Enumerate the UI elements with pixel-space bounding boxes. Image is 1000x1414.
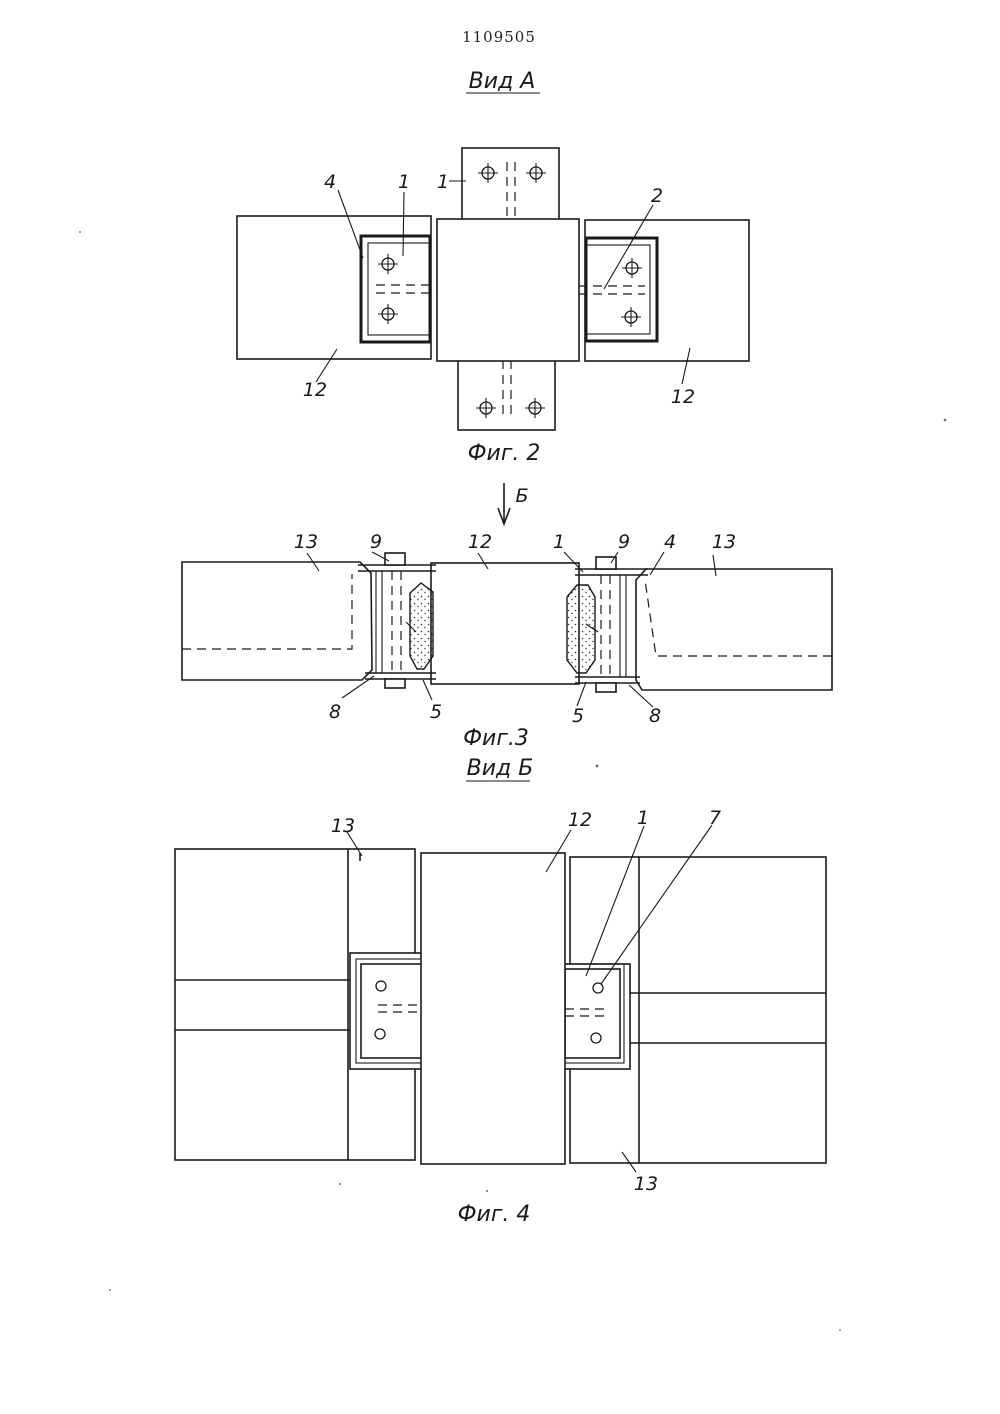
- fig2-label-4: 4: [324, 171, 336, 193]
- fig2-label-2: 2: [651, 185, 663, 207]
- nut-icon: [385, 679, 405, 688]
- fig2-view-title: Вид А: [469, 69, 536, 94]
- nut-icon: [596, 557, 616, 569]
- bolt-hole-icon: [376, 981, 386, 991]
- fig4-label-13-bottom: 13: [634, 1173, 658, 1195]
- fig3-label-9-right: 9: [618, 531, 630, 553]
- fig4-label-12: 12: [568, 809, 592, 831]
- fig3-label-12: 12: [468, 531, 492, 553]
- fig4-label-7: 7: [709, 807, 721, 829]
- fig4-center-beam: [421, 853, 565, 1164]
- fig2-label-12-right: 12: [671, 386, 695, 408]
- fig4-label-1: 1: [637, 807, 649, 829]
- fig2-bottom-plate: [458, 360, 555, 430]
- fig2-right-panel: [578, 220, 749, 361]
- sealant-insert: [567, 585, 595, 673]
- figure-3: Б: [182, 483, 832, 751]
- fig4-label-13-top: 13: [331, 815, 355, 837]
- fig2-caption: Фиг. 2: [468, 441, 541, 466]
- fig3-label-5-right: 5: [572, 705, 584, 727]
- figure-2: Вид А: [237, 69, 749, 466]
- fig2-label-1-left: 1: [398, 171, 410, 193]
- fig2-left-panel: [237, 216, 438, 359]
- fig3-label-4: 4: [664, 531, 676, 553]
- fig3-caption: Фиг.3: [463, 726, 529, 751]
- fig4-right-plate: [561, 964, 630, 1069]
- fig3-label-5-left: 5: [430, 701, 442, 723]
- fig3-label-9-left: 9: [370, 531, 382, 553]
- fig2-label-1-top: 1: [437, 171, 449, 193]
- fig3-label-1: 1: [553, 531, 565, 553]
- patent-number: 1109505: [462, 28, 536, 46]
- fig2-top-plate: [462, 148, 559, 220]
- fig3-left-slab: [182, 562, 372, 680]
- fig4-left-plate: [350, 953, 422, 1069]
- fig3-label-8-right: 8: [649, 705, 661, 727]
- fig4-view-title: Вид Б: [467, 756, 534, 781]
- fig3-center-beam: [431, 563, 579, 684]
- fig2-center-column: [437, 219, 579, 361]
- sealant-insert: [410, 583, 433, 669]
- fig3-label-13-left: 13: [294, 531, 318, 553]
- fig3-label-13-right: 13: [712, 531, 736, 553]
- fig3-label-8-left: 8: [329, 701, 341, 723]
- bolt-hole-icon: [375, 1029, 385, 1039]
- bolt-hole-icon: [591, 1033, 601, 1043]
- fig4-caption: Фиг. 4: [458, 1202, 531, 1227]
- fig2-label-12-left: 12: [303, 379, 327, 401]
- nut-icon: [596, 683, 616, 692]
- figure-4: Вид Б: [175, 756, 826, 1227]
- fig3-right-slab: [636, 569, 832, 690]
- fig3-left-joint: [358, 553, 436, 688]
- bolt-hole-icon: [593, 983, 603, 993]
- fig3-arrow-label: Б: [515, 485, 528, 507]
- nut-icon: [385, 553, 405, 565]
